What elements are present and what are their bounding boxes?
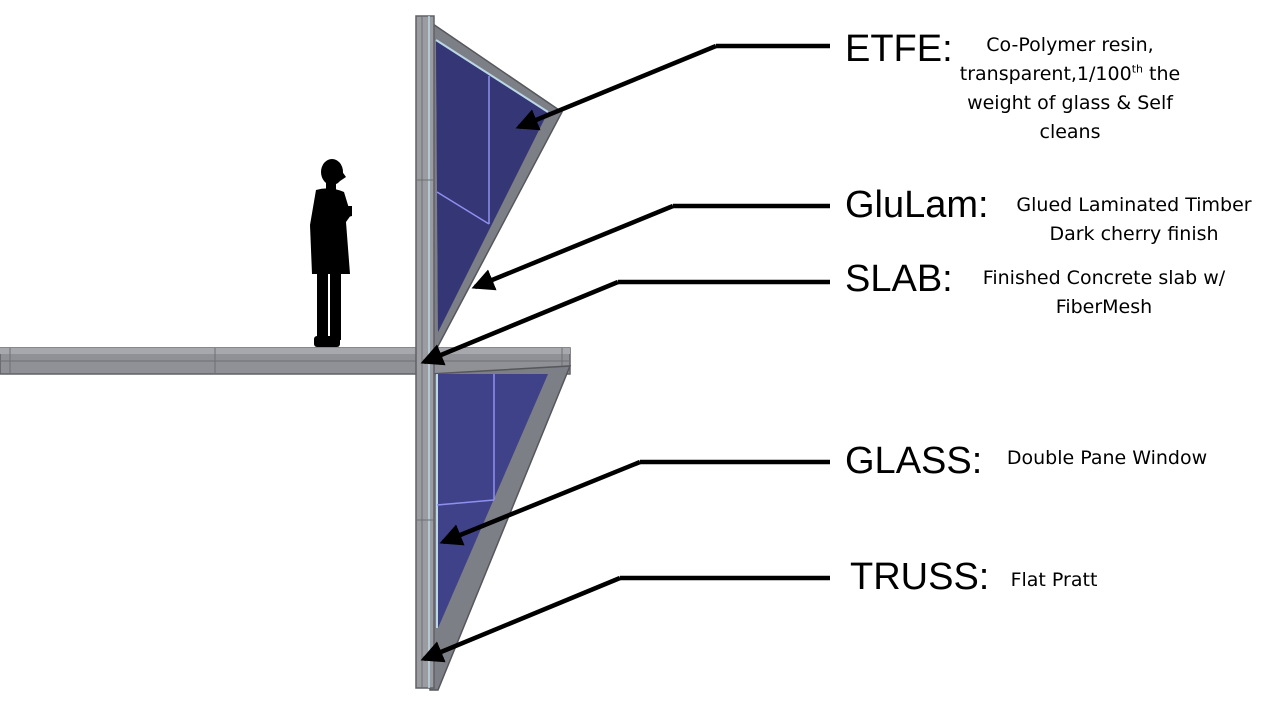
slab-description: Finished Concrete slab w/ FiberMesh [963,264,1245,322]
glass-description: Double Pane Window [990,444,1224,473]
slab-desc-line-1: Finished Concrete slab w/ [982,267,1226,289]
leader-glulam [471,203,830,291]
truss-term: TRUSS: [850,556,990,598]
leader-etfe [515,43,830,131]
glulam-term: GluLam: [845,184,989,226]
vertical-wall-mullion [415,15,435,689]
etfe-desc-line-3: weight of glass & Self [967,92,1173,114]
leader-glass [439,459,830,546]
lower-triangle-frame [429,365,572,691]
slab-term: SLAB: [845,258,953,300]
etfe-desc-line-4: cleans [1039,121,1101,143]
leader-truss [420,575,830,663]
leader-slab [420,279,830,366]
glulam-desc-line-1: Glued Laminated Timber [1016,194,1252,216]
truss-desc-line-1: Flat Pratt [1010,569,1098,591]
etfe-description: Co-Polymer resin, transparent,1/100th th… [930,31,1210,147]
etfe-desc-line-2-pre: transparent,1/100 [959,63,1132,85]
glulam-description: Glued Laminated Timber Dark cherry finis… [1003,191,1265,249]
etfe-desc-line-2-sup: th [1131,62,1143,76]
etfe-desc-line-2: transparent,1/100th the [930,60,1210,89]
floor-slab [0,347,571,375]
upper-triangle-frame [429,20,563,349]
etfe-desc-line-2-post: the [1142,63,1181,85]
etfe-term: ETFE: [845,28,953,70]
person-silhouette-icon [310,159,352,347]
slab-desc-line-2: FiberMesh [1055,296,1153,318]
glass-term: GLASS: [845,440,983,482]
etfe-desc-line-1: Co-Polymer resin, [986,34,1154,56]
glulam-desc-line-2: Dark cherry finish [1049,223,1219,245]
glass-desc-line-1: Double Pane Window [1006,447,1208,469]
truss-description: Flat Pratt [1000,566,1108,595]
